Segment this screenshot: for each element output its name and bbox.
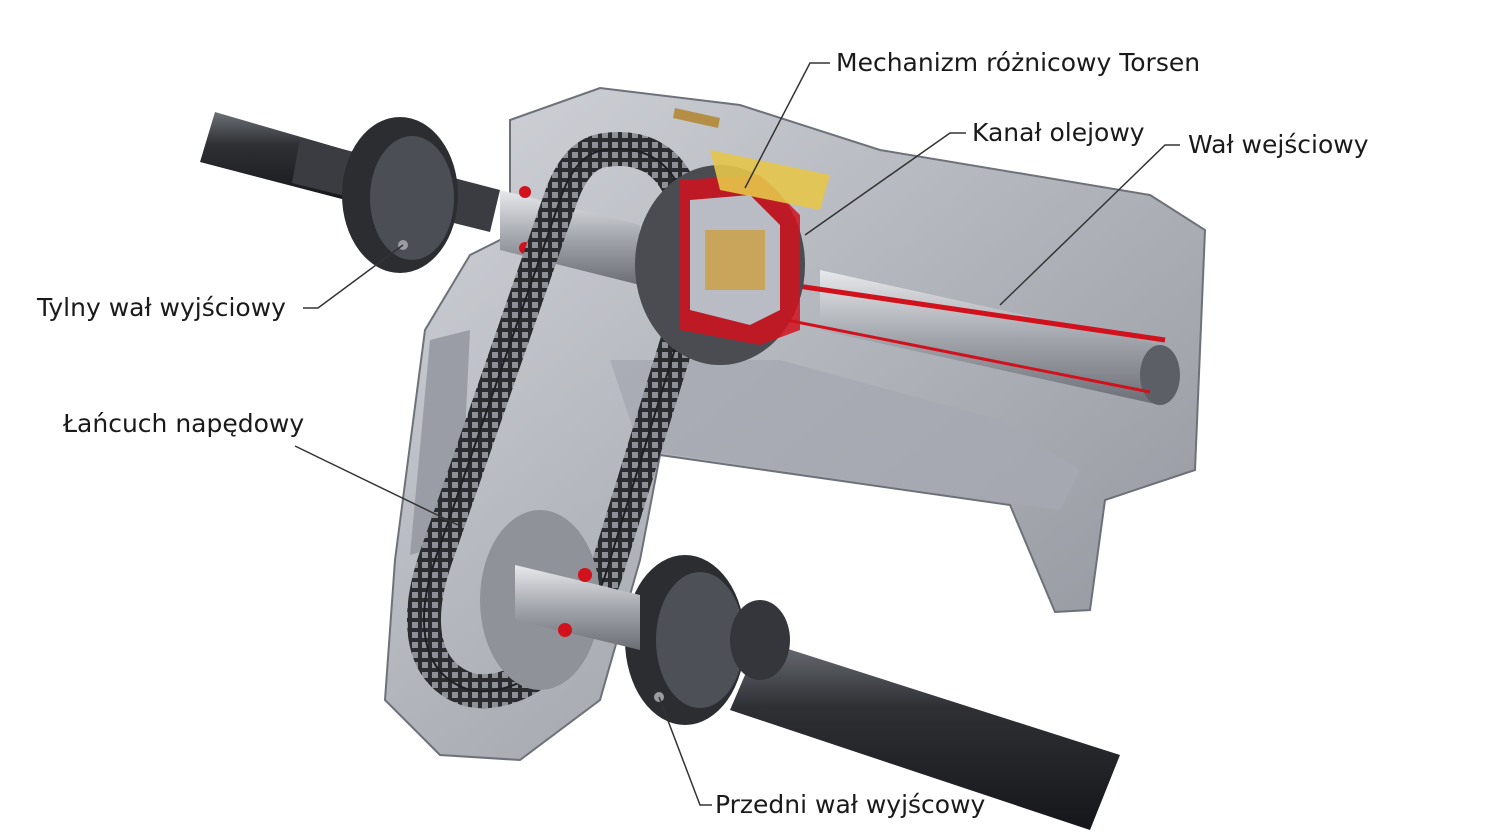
leader-input-shaft bbox=[999, 144, 1180, 306]
leader-drive-chain bbox=[294, 445, 459, 526]
leader-oil-channel bbox=[804, 132, 966, 236]
front-propshaft bbox=[625, 555, 1120, 830]
leader-torsen bbox=[744, 62, 830, 189]
label-torsen-differential: Mechanizm różnicowy Torsen bbox=[836, 48, 1201, 77]
housing-bolt bbox=[673, 108, 720, 128]
label-drive-chain: Łańcuch napędowy bbox=[63, 409, 305, 438]
label-input-shaft: Wał wejściowy bbox=[1188, 130, 1369, 159]
rear-propshaft bbox=[200, 112, 500, 273]
torsen-differential bbox=[635, 150, 830, 365]
label-rear-output-shaft: Tylny wał wyjściowy bbox=[37, 293, 286, 322]
leader-lines bbox=[294, 62, 1180, 806]
label-oil-channel: Kanał olejowy bbox=[972, 118, 1145, 147]
leader-rear-output bbox=[303, 244, 404, 309]
label-front-output-shaft: Przedni wał wyjścowy bbox=[715, 790, 986, 819]
leader-front-output bbox=[658, 696, 712, 806]
front-output-shaft bbox=[515, 565, 640, 650]
